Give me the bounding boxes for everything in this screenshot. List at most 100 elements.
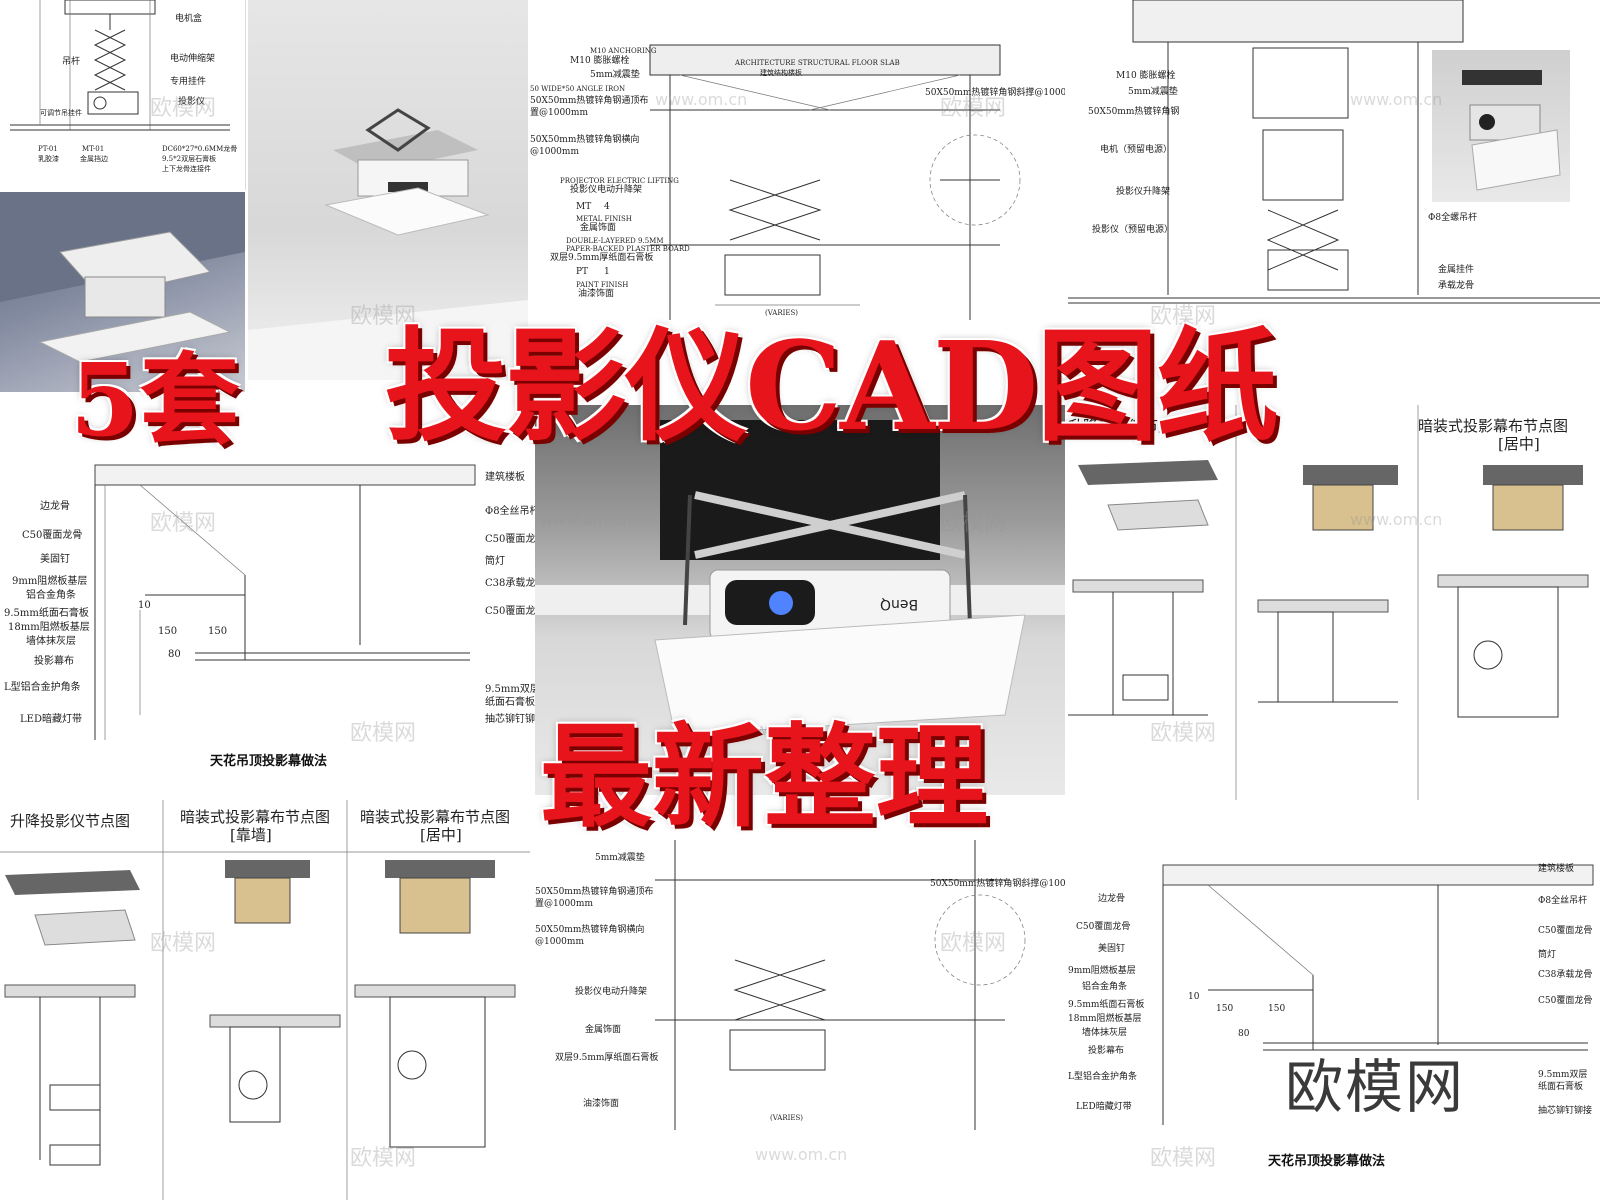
cad-label: MT-01 xyxy=(82,145,105,153)
watermark: 欧模网 xyxy=(1150,304,1217,329)
watermark: 欧模网 xyxy=(150,931,217,956)
cad-label: 50X50mm热镀锌角钢斜撑@1000mm xyxy=(925,88,1065,98)
cad-label: 金属挂件 xyxy=(1438,265,1475,275)
node-title: 暗装式投影幕布节点图 xyxy=(1418,417,1569,435)
dimension-label: 80 xyxy=(168,649,181,660)
cad-label: L型铝合金护角条 xyxy=(4,682,81,693)
cad-label: Φ8全螺吊杆 xyxy=(1428,213,1478,223)
cad-label: 边龙骨 xyxy=(1098,894,1126,904)
cad-label: 50 WIDE*50 ANGLE IRON xyxy=(530,85,626,93)
cad-label: 承载龙骨 xyxy=(1438,281,1475,291)
lifter-real-illustration xyxy=(1462,70,1561,191)
lifter-render-illustration xyxy=(248,108,528,380)
cad-label: 可调节吊挂件 xyxy=(40,109,82,117)
anchoring-cad-drawing xyxy=(649,44,1021,320)
cad-label: M10 ANCHORING xyxy=(590,47,657,55)
watermark: 欧模网 xyxy=(350,721,417,746)
photo-ceiling-install xyxy=(0,192,245,392)
cad-label: PAINT FINISH xyxy=(576,281,629,289)
dimension-label: 150 xyxy=(1216,1004,1234,1014)
benq-projector-illustration xyxy=(535,420,1065,736)
watermark: 欧模网 xyxy=(940,511,1007,536)
panel-node-diagrams-bottom-left: 升降投影仪节点图 暗装式投影幕布节点图 [靠墙] 暗装式投影幕布节点图 [居中] xyxy=(0,800,530,1200)
cad-label: C50覆面龙骨 xyxy=(485,534,535,545)
cad-label: 9.5mm双层 xyxy=(1538,1070,1588,1080)
cad-label: M10 膨胀螺栓 xyxy=(1116,71,1176,81)
panel-node-diagrams-right: 升降投影仪节点图 暗装式投影幕布节点图 [居中] xyxy=(1068,405,1600,800)
cad-label: METAL FINISH xyxy=(576,215,632,223)
cad-label: 边龙骨 xyxy=(40,501,70,512)
cad-label: @1000mm xyxy=(530,147,579,157)
panel-lifter-cad-topleft: 电机盒 电动伸缩架 吊杆 专用挂件 投影仪 可调节吊挂件 PT-01 乳胶漆 M… xyxy=(0,0,246,190)
cad-label: LED暗藏灯带 xyxy=(20,714,82,725)
brand-logo-text: 欧模网 xyxy=(1285,1053,1466,1121)
cad-label: 5mm减震垫 xyxy=(595,853,645,863)
lifter-cad-drawing xyxy=(10,0,230,131)
cad-label: 纸面石膏板 xyxy=(485,697,535,708)
cad-label: 投影幕布 xyxy=(34,656,74,667)
watermark: 欧模网 xyxy=(1150,1146,1217,1171)
screen-ceiling-cad-right-drawing xyxy=(1162,864,1594,1125)
cad-label: 建筑结构楼板 xyxy=(760,69,802,77)
cad-label: 金属饰面 xyxy=(580,223,617,233)
cad-label: 18mm阻燃板基层 xyxy=(1068,1014,1142,1024)
cad-label: PROJECTOR ELECTRIC LIFTING xyxy=(560,177,679,185)
node-diagrams-right-drawing xyxy=(1068,405,1589,800)
cad-label: 金属饰面 xyxy=(585,1025,622,1035)
cad-label: @1000mm xyxy=(535,937,584,947)
cad-label: C50覆面龙骨 xyxy=(1538,996,1593,1006)
cad-label: PT xyxy=(576,267,589,277)
cad-label: C50覆面龙骨 xyxy=(22,530,83,541)
cad-label: 筒灯 xyxy=(485,556,505,567)
cad-label: 建筑楼板 xyxy=(485,472,525,483)
cad-label: 油漆饰面 xyxy=(583,1099,620,1109)
cad-label: 抽芯铆钉铆接 xyxy=(485,714,535,725)
cad-label: 18mm阻燃板基层 xyxy=(8,622,90,633)
cad-label: 乳胶漆 xyxy=(38,155,59,163)
watermark: www.om.cn xyxy=(755,1145,848,1164)
dimension-label: 80 xyxy=(1238,1029,1250,1039)
watermark: www.om.cn xyxy=(755,720,848,739)
panel-screen-ceiling-cad-left: 边龙骨 C50覆面龙骨 美固钉 9mm阻燃板基层 铝合金角条 9.5mm纸面石膏… xyxy=(0,395,535,790)
cad-label: (VARIES) xyxy=(765,309,799,317)
cad-label: 投影仪电动升降架 xyxy=(570,185,643,195)
cad-label: 50X50mm热镀锌角钢斜撑@1000mm xyxy=(930,879,1065,889)
cad-label: C50覆面龙骨 xyxy=(485,606,535,617)
watermark: 欧模网 xyxy=(940,96,1007,121)
cad-label: 铝合金角条 xyxy=(26,590,76,601)
watermark: 欧模网 xyxy=(350,1146,417,1171)
cad-label: 投影仪 xyxy=(178,97,206,107)
cad-label: PAPER-BACKED PLASTER BOARD xyxy=(566,245,690,253)
cad-label: 9.5mm纸面石膏板 xyxy=(1068,1000,1145,1010)
cad-label: 电动伸缩架 xyxy=(170,54,216,64)
cad-label: 建筑楼板 xyxy=(1538,864,1575,874)
watermark: 欧模网 xyxy=(150,96,217,121)
cad-label: 电机盒 xyxy=(175,14,203,24)
drawing-title: 天花吊顶投影幕做法 xyxy=(1268,1154,1386,1169)
cad-label: 9mm阻燃板基层 xyxy=(1068,966,1136,976)
lifter-right-cad-drawing xyxy=(1068,0,1600,304)
cad-label: (VARIES) xyxy=(770,1114,804,1122)
screen-ceiling-cad-drawing xyxy=(94,464,476,740)
node-title: 暗装式投影幕布节点图 xyxy=(360,808,511,826)
panel-anchoring-cad-top: M10 ANCHORING M10 膨胀螺栓 5mm减震垫 ARCHITECTU… xyxy=(530,0,1065,400)
cad-label: LED暗藏灯带 xyxy=(1076,1102,1132,1112)
cad-label: 9.5mm双层 xyxy=(485,684,535,695)
cad-label: C38承载龙骨 xyxy=(1538,970,1593,980)
ceiling-install-illustration xyxy=(0,192,245,363)
cad-label: 置@1000mm xyxy=(535,899,593,909)
cad-label: 铝合金角条 xyxy=(1082,982,1128,992)
dimension-label: 150 xyxy=(158,626,178,637)
cad-label: 筒灯 xyxy=(1538,950,1557,960)
cad-label: 4 xyxy=(604,202,610,212)
anchoring-cad-bottom-drawing xyxy=(655,840,1026,1130)
cad-label: 墙体抹灰层 xyxy=(1082,1028,1128,1038)
cad-label: Φ8全丝吊杆 xyxy=(485,506,535,517)
headline-count: 5套 xyxy=(70,341,240,459)
projector-brand-label: BenQ xyxy=(880,596,919,612)
watermark: www.om.cn xyxy=(1350,90,1443,109)
watermark: 欧模网 xyxy=(1150,721,1217,746)
cad-label: 投影仪（预留电源） xyxy=(1092,225,1174,235)
cad-label: 置@1000mm xyxy=(530,108,588,118)
cad-label: 投影仪升降架 xyxy=(1116,187,1171,197)
